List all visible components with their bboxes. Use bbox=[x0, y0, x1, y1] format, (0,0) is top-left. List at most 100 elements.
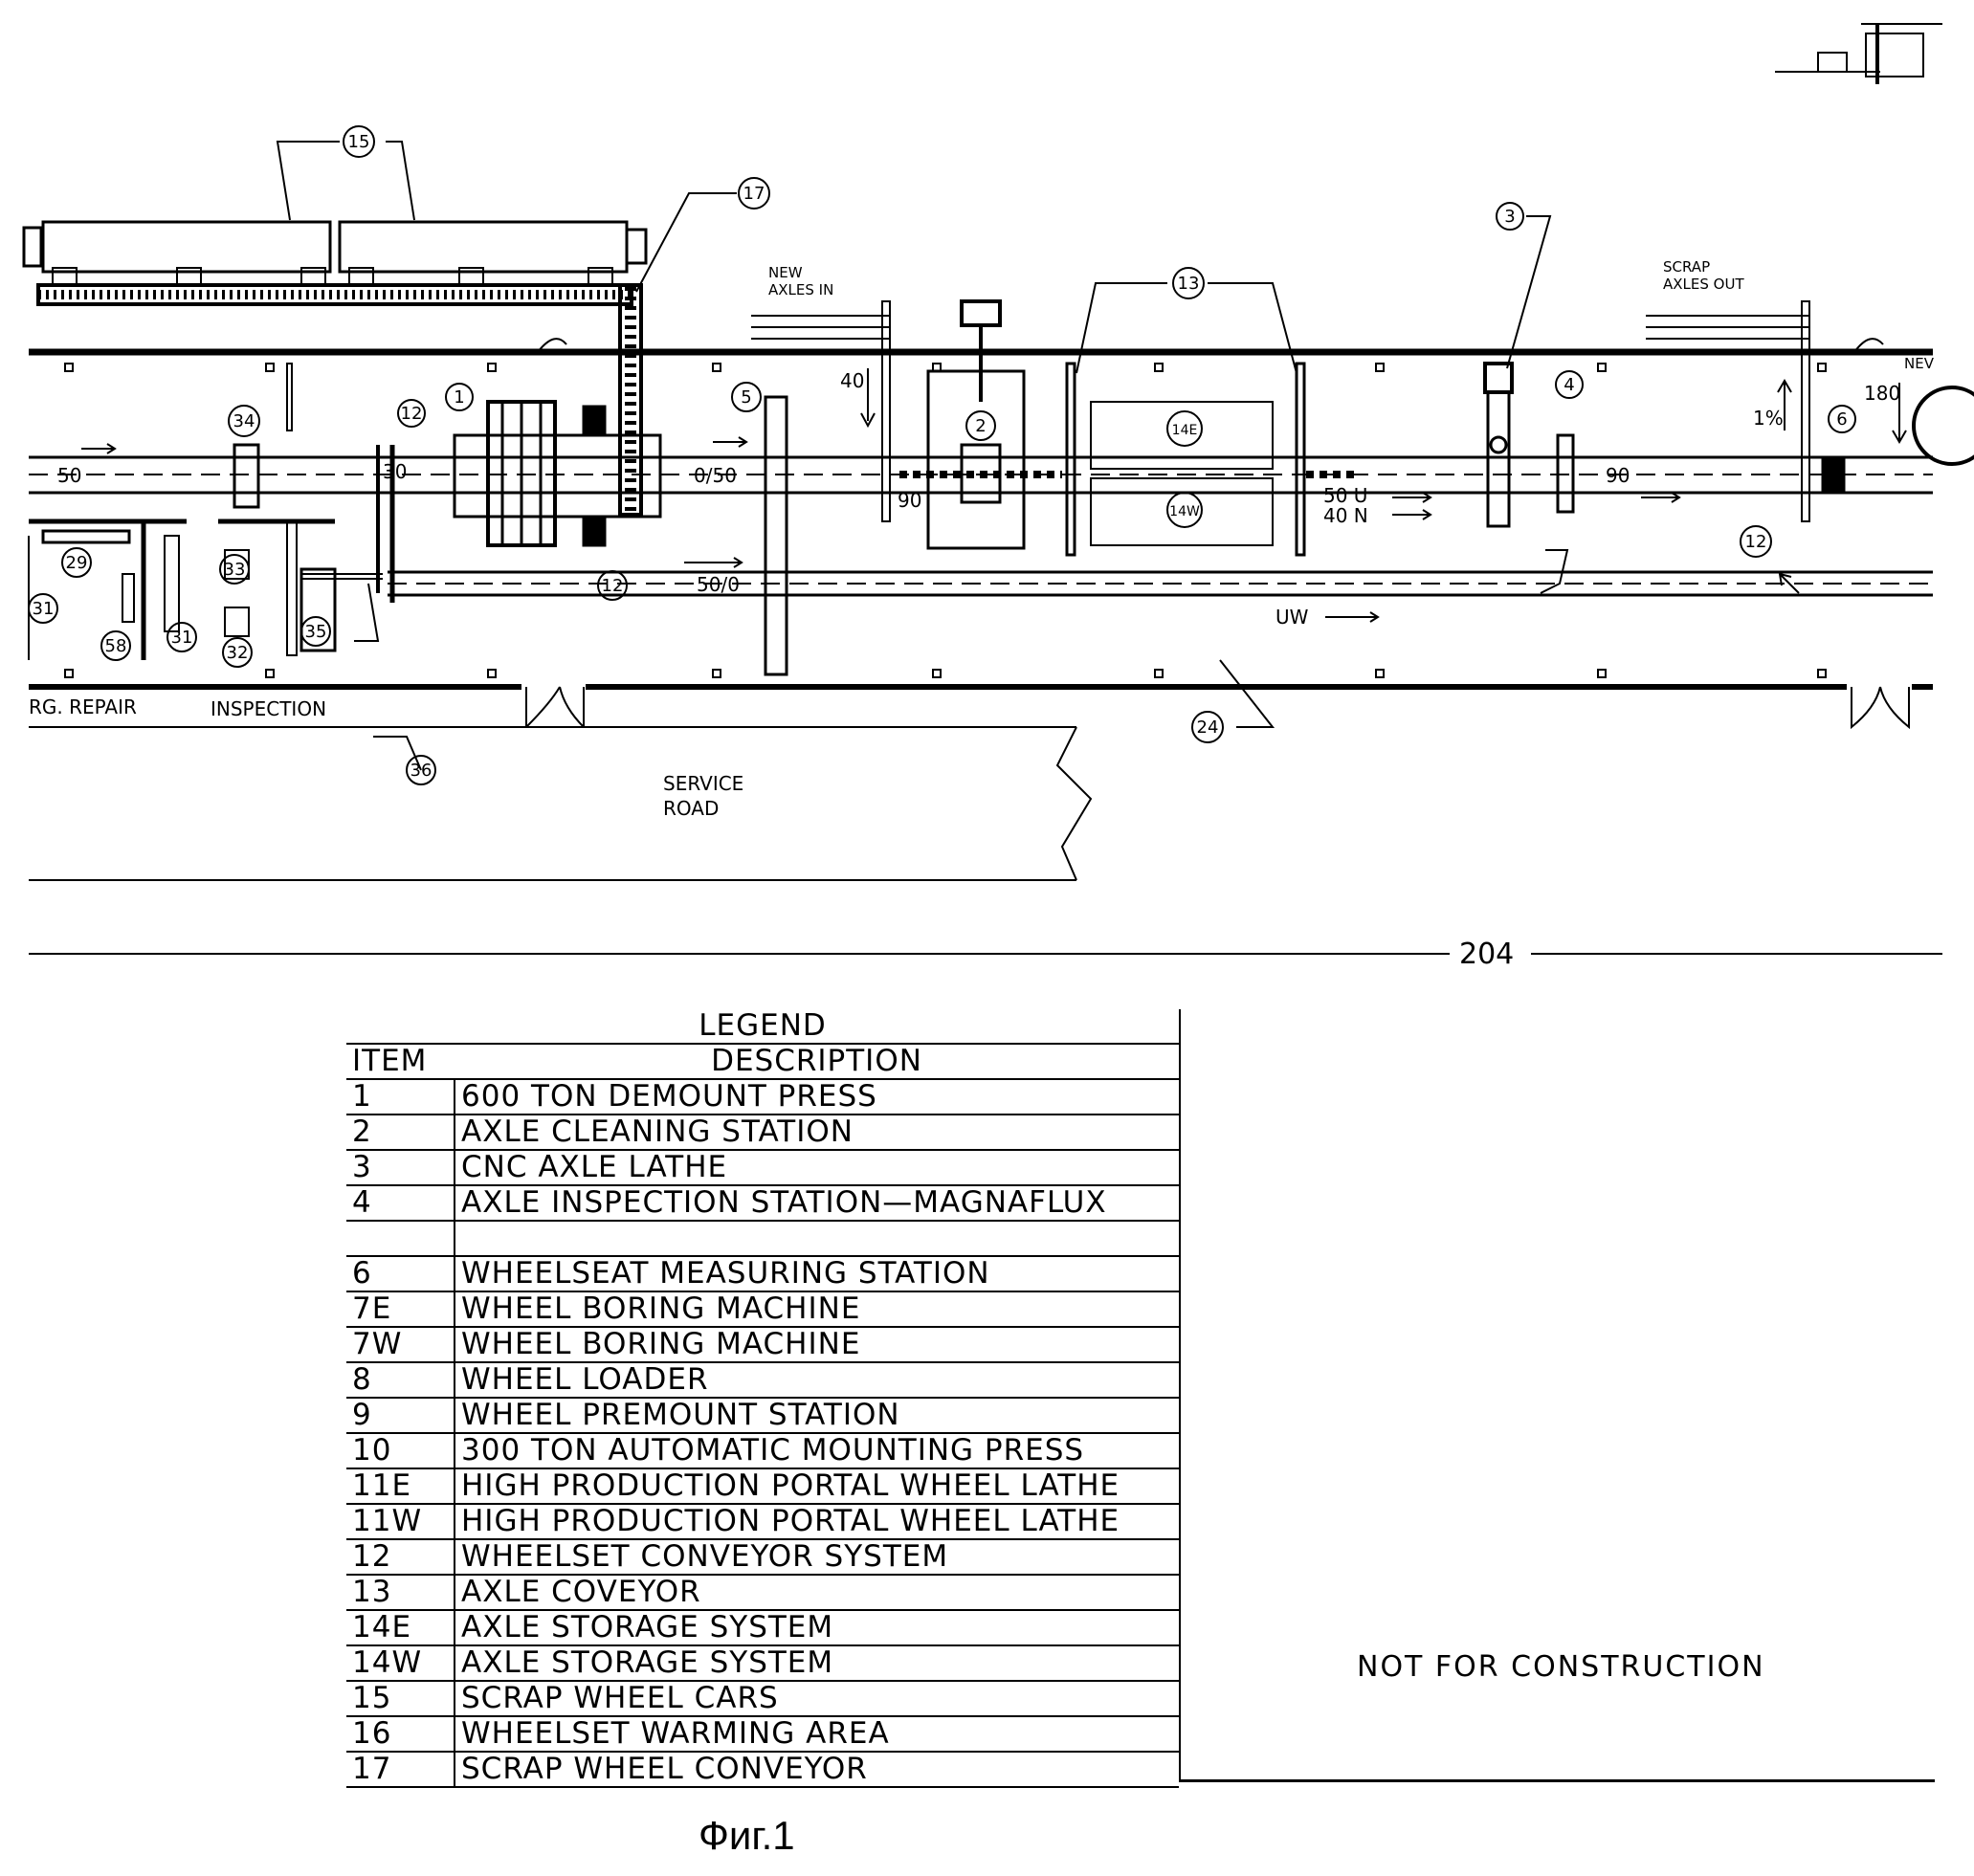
balloon-36: 36 bbox=[410, 761, 433, 781]
legend-row: 7EWHEEL BORING MACHINE bbox=[346, 1291, 1179, 1327]
speed-50-0: 50/0 bbox=[697, 573, 740, 596]
speed-30: 30 bbox=[383, 460, 407, 483]
balloon-14w: 14W bbox=[1169, 504, 1200, 519]
balloon-17: 17 bbox=[743, 184, 765, 204]
service-road bbox=[29, 727, 1091, 880]
legend-item-description: WHEELSET WARMING AREA bbox=[455, 1716, 1179, 1752]
balloon-35: 35 bbox=[305, 622, 327, 642]
legend-row: 16WHEELSET WARMING AREA bbox=[346, 1716, 1179, 1752]
balloon-2: 2 bbox=[975, 416, 986, 436]
legend-item-description: WHEEL BORING MACHINE bbox=[455, 1291, 1179, 1327]
legend-row: 13AXLE COVEYOR bbox=[346, 1575, 1179, 1610]
legend-item-description: AXLE CLEANING STATION bbox=[455, 1115, 1179, 1150]
legend-row bbox=[346, 1221, 1179, 1256]
wheel-turntable bbox=[1914, 387, 1974, 464]
floor-plan: 15 17 3 13 1 12 5 2 4 6 14E 14W 34 29 33… bbox=[0, 0, 1974, 966]
new-axles-in-rack bbox=[751, 301, 890, 521]
transfer-5 bbox=[765, 397, 787, 674]
legend-item-number: 14E bbox=[346, 1610, 455, 1645]
balloon-15: 15 bbox=[348, 132, 370, 152]
legend-item-number: 12 bbox=[346, 1539, 455, 1575]
legend-item-description: CNC AXLE LATHE bbox=[455, 1150, 1179, 1185]
balloon-12-c: 12 bbox=[1745, 532, 1767, 552]
legend-item-number: 13 bbox=[346, 1575, 455, 1610]
door-south-2 bbox=[1852, 687, 1909, 727]
legend-title: LEGEND bbox=[346, 1009, 1179, 1044]
legend-item-description bbox=[455, 1221, 1179, 1256]
corner-machine-detail bbox=[1775, 24, 1942, 84]
dimension-text: 204 bbox=[1459, 938, 1514, 966]
scrap-axles-out-rack bbox=[1646, 301, 1809, 521]
legend-item-description: 300 TON AUTOMATIC MOUNTING PRESS bbox=[455, 1433, 1179, 1468]
legend-item-description: HIGH PRODUCTION PORTAL WHEEL LATHE bbox=[455, 1468, 1179, 1504]
legend-item-description: WHEELSET CONVEYOR SYSTEM bbox=[455, 1539, 1179, 1575]
balloon-12-a: 12 bbox=[401, 404, 423, 424]
balloon-58: 58 bbox=[105, 636, 127, 656]
legend-row: 3CNC AXLE LATHE bbox=[346, 1150, 1179, 1185]
balloon-4: 4 bbox=[1564, 375, 1574, 395]
dimension-204: 204 bbox=[29, 938, 1942, 966]
legend-item-number: 4 bbox=[346, 1185, 455, 1221]
legend-row: 9WHEEL PREMOUNT STATION bbox=[346, 1398, 1179, 1433]
legend-item-description: WHEEL PREMOUNT STATION bbox=[455, 1398, 1179, 1433]
balloon-33: 33 bbox=[224, 560, 246, 580]
legend-item-description: SCRAP WHEEL CARS bbox=[455, 1681, 1179, 1716]
label-scrap-axles-1: SCRAP bbox=[1663, 258, 1710, 276]
balloon-12-b: 12 bbox=[602, 576, 624, 596]
legend-item-number: 11E bbox=[346, 1468, 455, 1504]
legend-item-number bbox=[346, 1221, 455, 1256]
legend-item-number: 2 bbox=[346, 1115, 455, 1150]
legend-item-description: WHEEL LOADER bbox=[455, 1362, 1179, 1398]
speed-40n: 40 N bbox=[1323, 504, 1368, 527]
legend-table: LEGEND ITEM DESCRIPTION 1600 TON DEMOUNT… bbox=[346, 1009, 1179, 1788]
speed-90-a: 90 bbox=[898, 489, 921, 512]
scrap-wheel-conveyor bbox=[620, 285, 641, 515]
legend-row: 10300 TON AUTOMATIC MOUNTING PRESS bbox=[346, 1433, 1179, 1468]
not-for-construction: NOT FOR CONSTRUCTION bbox=[1357, 1650, 1765, 1684]
legend-item-number: 7E bbox=[346, 1291, 455, 1327]
balloon-3: 3 bbox=[1504, 207, 1515, 227]
title-block-rule bbox=[1179, 1779, 1935, 1782]
door-south-1 bbox=[526, 687, 584, 727]
legend-row: 11EHIGH PRODUCTION PORTAL WHEEL LATHE bbox=[346, 1468, 1179, 1504]
axle-conveyor-13 bbox=[1067, 364, 1359, 555]
balloon-1: 1 bbox=[454, 387, 464, 408]
balloon-6: 6 bbox=[1836, 409, 1847, 430]
repair-inspection-area bbox=[29, 364, 383, 660]
legend-col-item: ITEM bbox=[346, 1044, 455, 1079]
legend-item-description: AXLE STORAGE SYSTEM bbox=[455, 1645, 1179, 1681]
legend-row: 15SCRAP WHEEL CARS bbox=[346, 1681, 1179, 1716]
slope-label: 1% bbox=[1753, 407, 1784, 430]
legend-item-number: 16 bbox=[346, 1716, 455, 1752]
balloon-34: 34 bbox=[233, 411, 255, 431]
legend-item-number: 10 bbox=[346, 1433, 455, 1468]
legend-item-number: 6 bbox=[346, 1256, 455, 1291]
label-scrap-axles-2: AXLES OUT bbox=[1663, 276, 1744, 293]
speed-50-left: 50 bbox=[57, 464, 81, 487]
legend-item-number: 11W bbox=[346, 1504, 455, 1539]
legend-item-number: 15 bbox=[346, 1681, 455, 1716]
speed-180: 180 bbox=[1864, 382, 1900, 405]
legend-item-number: 3 bbox=[346, 1150, 455, 1185]
legend-item-description: AXLE INSPECTION STATION—MAGNAFLUX bbox=[455, 1185, 1179, 1221]
wheelseat-measuring bbox=[1823, 459, 1844, 493]
legend-row: 2AXLE CLEANING STATION bbox=[346, 1115, 1179, 1150]
balloon-32: 32 bbox=[227, 643, 249, 663]
balloon-31-b: 31 bbox=[171, 628, 193, 648]
balloon-31-a: 31 bbox=[33, 599, 55, 619]
legend-row: 17SCRAP WHEEL CONVEYOR bbox=[346, 1752, 1179, 1787]
legend-row: 4AXLE INSPECTION STATION—MAGNAFLUX bbox=[346, 1185, 1179, 1221]
service-road-2: ROAD bbox=[663, 797, 719, 820]
inspection-label: INSPECTION bbox=[211, 697, 326, 720]
legend-item-description: WHEELSEAT MEASURING STATION bbox=[455, 1256, 1179, 1291]
legend-item-number: 17 bbox=[346, 1752, 455, 1787]
legend-row: 12WHEELSET CONVEYOR SYSTEM bbox=[346, 1539, 1179, 1575]
legend-row: 14WAXLE STORAGE SYSTEM bbox=[346, 1645, 1179, 1681]
legend-item-number: 9 bbox=[346, 1398, 455, 1433]
service-road-1: SERVICE bbox=[663, 772, 743, 795]
legend-item-description: AXLE COVEYOR bbox=[455, 1575, 1179, 1610]
balloon-14e: 14E bbox=[1172, 423, 1198, 438]
legend-item-description: SCRAP WHEEL CONVEYOR bbox=[455, 1752, 1179, 1787]
legend-title-row: LEGEND bbox=[346, 1009, 1179, 1044]
speed-40: 40 bbox=[840, 369, 864, 392]
